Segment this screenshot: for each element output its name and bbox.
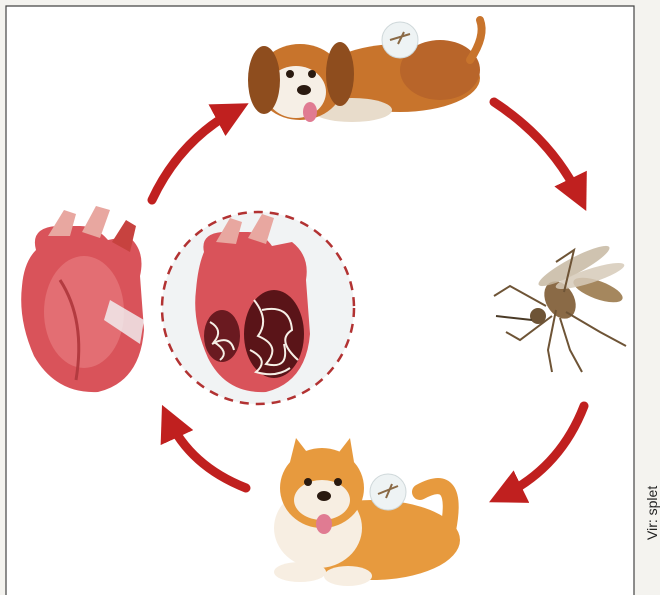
infected-heart-heartworms-icon: [162, 212, 354, 404]
image-credit: Vir: splet: [644, 486, 660, 540]
heart-icon: [21, 206, 144, 392]
